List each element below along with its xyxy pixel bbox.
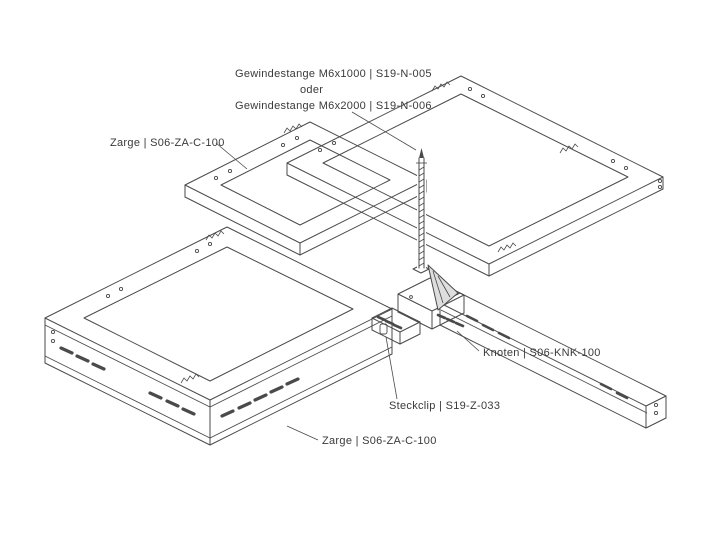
label-oder: oder <box>300 84 323 96</box>
label-gewindestange-option1: Gewindestange M6x1000 | S19-N-005 <box>235 68 432 80</box>
spring-clip-icon <box>180 373 200 384</box>
node-gusset <box>427 264 459 311</box>
steckclip-part <box>379 323 388 335</box>
label-steckclip: Steckclip | S19-Z-033 <box>389 400 500 412</box>
leader-steckclip <box>385 336 398 400</box>
spring-clips <box>180 81 579 384</box>
knoten-node <box>397 264 465 330</box>
connector-rail <box>371 307 421 345</box>
spring-clip-icon <box>497 242 517 253</box>
leader-lines <box>215 111 480 441</box>
spring-clip-icon <box>283 123 303 134</box>
label-knoten: Knoten | S06-KNK-100 <box>483 347 601 359</box>
label-zarge-bottom: Zarge | S06-ZA-C-100 <box>322 435 437 447</box>
frame-bottom-right-rail <box>439 292 667 429</box>
spring-clip-icon <box>205 230 225 241</box>
label-zarge-left: Zarge | S06-ZA-C-100 <box>110 137 225 149</box>
threaded-rod <box>416 148 427 269</box>
labels: Gewindestange M6x1000 | S19-N-005 oder G… <box>110 68 601 447</box>
label-gewindestange-option2: Gewindestange M6x2000 | S19-N-006 <box>235 100 432 112</box>
leader-gewindestange <box>351 111 417 151</box>
spring-clip-icon <box>431 81 451 92</box>
leader-knoten <box>456 330 480 352</box>
leader-zarge-left <box>215 142 248 170</box>
frame-bottom-left <box>44 226 393 446</box>
leader-zarge-bottom <box>286 425 319 441</box>
spring-clip-icon <box>559 143 579 154</box>
